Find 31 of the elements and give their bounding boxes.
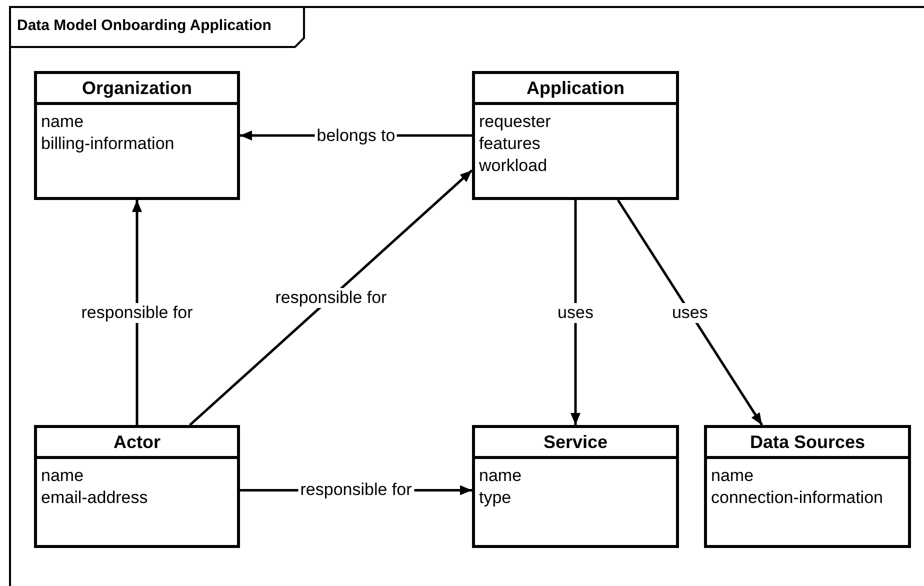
edge-label: responsible for: [273, 288, 389, 308]
class-box: [472, 71, 679, 200]
attribute-text: connection-information: [711, 487, 883, 509]
attribute-text: email-address: [41, 487, 148, 509]
arrow: [616, 199, 764, 426]
arrow: [570, 200, 580, 425]
class-box: [34, 71, 240, 200]
class-box: [704, 425, 911, 548]
attribute-text: billing-information: [41, 133, 174, 155]
attribute-text: workload: [479, 155, 548, 177]
class-name: Organization: [82, 77, 192, 100]
edge-label: responsible for: [79, 302, 195, 322]
attribute-text: name: [711, 465, 754, 487]
class-name: Data Sources: [750, 431, 866, 454]
class-box: [34, 425, 240, 548]
attribute-text: name: [479, 465, 522, 487]
arrow: [189, 169, 473, 426]
attribute-text: requester: [479, 111, 551, 133]
edge-label: belongs to: [314, 126, 398, 146]
attribute-text: name: [41, 111, 84, 133]
edge-label: uses: [556, 302, 596, 322]
diagram-title: Data Model Onboarding Application: [17, 16, 272, 36]
class-name: Actor: [113, 431, 160, 454]
attribute-text: type: [479, 487, 512, 509]
class-box: [472, 425, 679, 548]
class-name: Application: [526, 77, 624, 100]
edge-label: responsible for: [298, 480, 414, 500]
attribute-text: name: [41, 465, 84, 487]
class-name: Service: [543, 431, 608, 454]
arrow: [132, 200, 142, 425]
attribute-text: features: [479, 133, 540, 155]
